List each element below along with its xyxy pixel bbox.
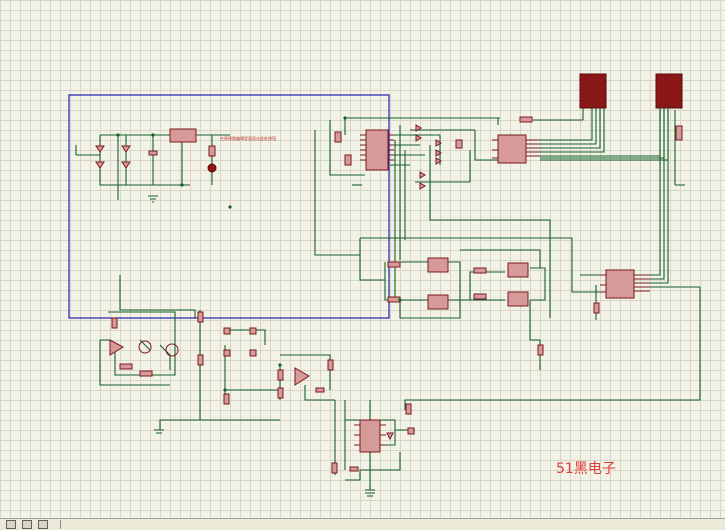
seven-segment-display-1[interactable] (579, 73, 607, 109)
resistor-r22[interactable] (331, 462, 338, 474)
flip-flop-3[interactable] (507, 262, 529, 278)
transistor-q1[interactable] (138, 340, 152, 354)
resistor-r16[interactable] (197, 354, 204, 366)
ic-555-timer[interactable] (359, 419, 381, 453)
switch-3[interactable] (223, 349, 231, 357)
voltage-regulator[interactable] (169, 128, 197, 143)
diode-d2[interactable] (415, 134, 422, 142)
bridge-diode-4[interactable] (121, 161, 131, 169)
logic-section (314, 108, 685, 318)
resistor-r20[interactable] (327, 359, 334, 371)
diode-d6[interactable] (419, 171, 426, 179)
power-supply-section (75, 128, 232, 209)
schematic-annotation: 在原理图编辑里面双击此处按钮 (220, 136, 276, 141)
resistor-r9[interactable] (473, 293, 487, 300)
ic-u2-decoder[interactable] (497, 134, 527, 164)
play-icon[interactable] (6, 520, 16, 529)
resistor-r12[interactable] (111, 317, 118, 329)
switch-2[interactable] (249, 327, 257, 335)
power-led[interactable] (207, 163, 217, 173)
bridge-diode-1[interactable] (95, 145, 105, 153)
flip-flop-1[interactable] (427, 257, 449, 273)
capacitor-c3[interactable] (349, 466, 359, 472)
diode-d7[interactable] (419, 182, 426, 190)
op-amp-1[interactable] (109, 339, 125, 356)
flip-flop-2[interactable] (427, 294, 449, 310)
resistor-r4[interactable] (519, 116, 533, 123)
led-resistor[interactable] (208, 145, 216, 157)
ic-u3-decoder[interactable] (605, 269, 635, 299)
pushbutton[interactable] (407, 427, 415, 435)
resistor-r21[interactable] (405, 403, 412, 415)
transistor-q2[interactable] (165, 343, 179, 357)
step-icon[interactable] (22, 520, 32, 529)
resistor-r2[interactable] (344, 154, 352, 166)
schematic-canvas[interactable]: 在原理图编辑里面双击此处按钮 51黑电子 (0, 0, 725, 518)
resistor-r19[interactable] (277, 387, 284, 399)
selection-box[interactable] (68, 94, 390, 319)
resistor-r11[interactable] (593, 302, 600, 314)
bridge-diode-2[interactable] (95, 161, 105, 169)
timer-section (331, 287, 701, 497)
resistor-r15[interactable] (197, 311, 204, 323)
status-bar (0, 518, 725, 530)
resistor-r14[interactable] (139, 370, 153, 377)
amplifier-section (99, 275, 335, 434)
diode-d5[interactable] (435, 157, 442, 165)
resistor-r10[interactable] (537, 344, 544, 356)
stop-icon[interactable] (38, 520, 48, 529)
resistor-r3[interactable] (455, 139, 463, 149)
resistor-r17[interactable] (223, 393, 230, 405)
seven-segment-display-2[interactable] (655, 73, 683, 109)
schematic-drawing (68, 73, 701, 497)
diode-d8[interactable] (386, 432, 394, 441)
resistor-r1[interactable] (334, 131, 342, 143)
flip-flop-section (359, 108, 700, 370)
diode-d3[interactable] (435, 139, 442, 147)
resistor-r8[interactable] (473, 267, 487, 274)
resistor-r6[interactable] (387, 261, 401, 268)
capacitor-c2[interactable] (315, 387, 325, 393)
bridge-diode-3[interactable] (121, 145, 131, 153)
filter-capacitor[interactable] (148, 150, 158, 156)
resistor-r13[interactable] (119, 363, 133, 370)
resistor-r5[interactable] (675, 125, 683, 141)
ic-u1[interactable] (365, 129, 389, 171)
watermark-text: 51黑电子 (556, 461, 616, 477)
diode-d1[interactable] (415, 124, 422, 132)
resistor-r18[interactable] (277, 369, 284, 381)
switch-4[interactable] (249, 349, 257, 357)
resistor-r7[interactable] (387, 296, 401, 303)
flip-flop-4[interactable] (507, 291, 529, 307)
op-amp-2[interactable] (294, 367, 310, 386)
status-separator (60, 520, 61, 529)
switch-1[interactable] (223, 327, 231, 335)
diode-d4[interactable] (435, 149, 442, 157)
